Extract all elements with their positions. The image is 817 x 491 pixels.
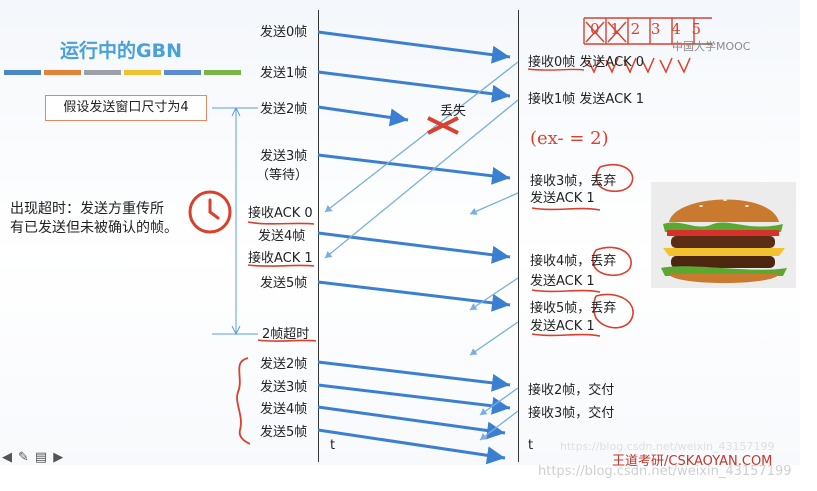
sender-label: 接收ACK 0 [248, 206, 313, 221]
timeout-span-bottom-arrowhead [231, 325, 241, 336]
ink-underline-ack0 [247, 221, 315, 225]
sender-label: 发送2帧 [260, 357, 308, 372]
timeout-note-line2: 有已发送但未被确认的帧。 [10, 220, 178, 236]
brand-label: 王道考研/CSKAOYAN.COM [612, 454, 773, 469]
resend-2-arrow [317, 360, 511, 392]
slide-title: 运行中的GBN [60, 40, 182, 62]
arrow-left-icon[interactable]: ◀ [2, 450, 12, 465]
csdn-watermark-faint: https://blog.csdn.net/weixin_43157199 [560, 440, 775, 453]
pencil-icon[interactable]: ✎ [18, 450, 29, 465]
receiver-time-label: t [528, 438, 534, 453]
ink-underline-ack1 [247, 264, 315, 267]
receiver-label: 接收0帧 发送ACK 0 [528, 55, 645, 70]
ink-strike-0 [585, 21, 605, 43]
resend-4-arrow [317, 405, 506, 440]
frame-3-arrow [317, 153, 511, 185]
ink-strike-1 [607, 21, 627, 43]
ink-underline-timeout [257, 339, 317, 342]
ink-circle-discard-2 [591, 246, 632, 277]
color-stripe [4, 70, 244, 75]
ack-0-arrow [324, 61, 519, 213]
ack-1-dup-arrow-a [469, 192, 519, 215]
frame-0-arrow [317, 30, 511, 64]
stripe-segment [44, 70, 81, 75]
sender-label: （等待） [256, 168, 309, 183]
receiver-label: 发送ACK 1 [530, 319, 595, 334]
sender-label: 发送4帧 [260, 402, 308, 417]
sender-label: 发送2帧 [260, 102, 308, 117]
ack-1-arrow [324, 99, 519, 259]
ack-1-dup-arrow-c [469, 321, 519, 356]
timeout-note-line1: 出现超时：发送方重传所 [10, 201, 164, 217]
ink-brace-resend [236, 357, 251, 445]
csdn-watermark: https://blog.csdn.net/weixin_43157199 [538, 464, 792, 479]
resend-3-arrow [317, 383, 511, 415]
stripe-segment [164, 70, 201, 75]
stripe-segment [84, 70, 121, 75]
frame-arrows [212, 17, 712, 465]
slide-canvas: 运行中的GBN 假设发送窗口尺寸为4 出现超时：发送方重传所 有已发送但未被确认… [0, 0, 800, 469]
lost-label: 丢失 [440, 104, 467, 119]
hamburger-image [651, 182, 796, 288]
frame-5-arrow [317, 280, 511, 312]
stripe-segment [124, 70, 161, 75]
sender-label: 发送3帧 [260, 149, 308, 164]
window-size-note: 假设发送窗口尺寸为4 [45, 95, 207, 121]
sender-label: 发送1帧 [260, 66, 308, 81]
sender-label: 发送0帧 [260, 25, 308, 40]
timeout-note: 出现超时：发送方重传所 有已发送但未被确认的帧。 [10, 200, 178, 238]
sender-time-label: t [330, 438, 336, 453]
frame-2-lost-arrow [317, 105, 409, 127]
resend-5-arrow [317, 428, 506, 465]
receiver-label: 接收3帧，交付 [528, 406, 615, 421]
ink-checkmarks [587, 57, 691, 74]
ink-circle-discard-3 [592, 293, 634, 329]
ink-note: (ex- = 2) [530, 128, 609, 149]
receiver-label: 发送ACK 1 [530, 191, 595, 206]
timeout-span-top-arrowhead [231, 106, 241, 117]
receiver-label: 发送ACK 1 [530, 274, 595, 289]
sender-label: 发送3帧 [260, 380, 308, 395]
receiver-timeline [518, 10, 519, 462]
lost-cross-b [427, 116, 459, 135]
ink-underline-recv3 [531, 333, 601, 337]
ink-circle-discard-1 [595, 163, 634, 193]
receiver-label: 接收5帧，丢弃 [530, 301, 617, 316]
sender-label: 接收ACK 1 [248, 251, 313, 266]
sender-label: 发送5帧 [260, 276, 308, 291]
frame-4-arrow [317, 231, 511, 264]
sender-label: 2帧超时 [262, 327, 310, 342]
mooc-watermark: 中国大学MOOC [672, 40, 751, 53]
arrow-right-icon[interactable]: ▶ [53, 450, 64, 465]
stripe-segment [4, 70, 41, 75]
receiver-label: 接收3帧，丢弃 [530, 174, 617, 189]
ink-seq-box [583, 17, 712, 45]
ack-3-arrow [479, 410, 519, 441]
sender-label: 发送4帧 [258, 229, 306, 244]
clock-icon [188, 190, 232, 234]
slide-toolbar: ◀ ✎ ▤ ▶ [2, 450, 63, 465]
sender-timeline [318, 10, 319, 462]
receiver-label: 接收2帧，交付 [528, 383, 615, 398]
ink-underline-recv1 [531, 207, 601, 211]
ack-1-dup-arrow-b [469, 277, 519, 311]
sender-label: 发送5帧 [260, 425, 308, 440]
frame-1-arrow [317, 70, 511, 103]
ink-underline-ack0-recv [527, 68, 585, 71]
menu-icon[interactable]: ▤ [34, 450, 48, 465]
ink-underline-recv2 [531, 289, 601, 293]
ack-2-arrow [479, 387, 519, 416]
receiver-label: 接收1帧 发送ACK 1 [528, 92, 645, 107]
ink-ack-sequence: 0 1 2 3 4 5 [590, 20, 705, 38]
stripe-segment [204, 70, 241, 75]
receiver-label: 接收4帧，丢弃 [530, 254, 617, 269]
